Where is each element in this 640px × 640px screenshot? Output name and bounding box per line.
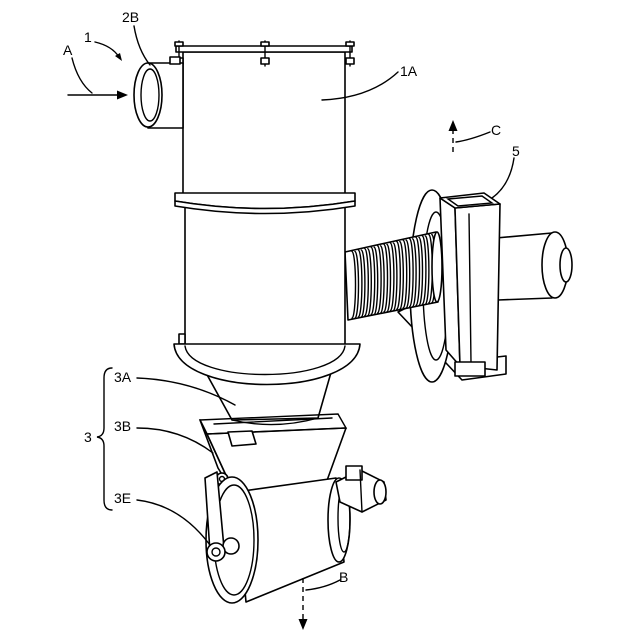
label-1a: 1A <box>400 63 418 79</box>
arrow-a <box>68 91 128 100</box>
bracket-3 <box>97 368 112 510</box>
upper-cylinder <box>183 52 345 196</box>
bolt-nut <box>346 42 354 46</box>
leader-5 <box>492 158 514 198</box>
inlet-pipe-bracket <box>170 57 180 64</box>
arrow-b-head <box>299 619 308 630</box>
label-5: 5 <box>512 143 520 159</box>
rotary-valve-3e <box>205 472 350 603</box>
bolt-nut <box>261 58 269 64</box>
label-3: 3 <box>84 429 92 445</box>
inlet-pipe-opening <box>134 63 162 127</box>
leader-1 <box>95 42 119 57</box>
label-3a: 3A <box>114 369 132 385</box>
hose-end-ring <box>432 232 442 302</box>
label-b: B <box>339 569 348 585</box>
leader-c <box>456 132 490 142</box>
arrow-b <box>299 578 308 630</box>
bolt-nut <box>346 58 354 64</box>
label-3b: 3B <box>114 418 131 434</box>
arrow-c <box>449 120 458 152</box>
arrow-a-head <box>117 91 128 100</box>
bolt-nut <box>175 42 183 46</box>
lower-cylinder-lug <box>179 334 185 344</box>
blower-foot <box>455 362 485 376</box>
top-bolt <box>346 41 354 66</box>
arrow-c-head <box>449 120 458 131</box>
blower-outlet <box>440 193 500 376</box>
lower-cylinder <box>185 200 345 348</box>
blower-outlet-front <box>455 204 500 370</box>
inlet-pipe <box>134 57 183 128</box>
valve-motor-end-cap <box>374 480 386 504</box>
leader-3b <box>137 428 213 453</box>
leader-2b <box>134 26 150 65</box>
label-c: C <box>491 122 501 138</box>
top-plate <box>176 46 352 52</box>
label-3e: 3E <box>114 490 131 506</box>
label-a: A <box>63 42 73 58</box>
cyclone-body <box>134 41 360 425</box>
blower-motor-cap <box>560 248 572 282</box>
hopper-inner-lip <box>228 431 256 446</box>
leader-a <box>72 58 92 93</box>
label-1: 1 <box>84 29 92 45</box>
label-2b: 2B <box>122 9 139 25</box>
leader-3e <box>137 500 210 545</box>
leader-b <box>306 580 340 590</box>
rotary-valve-shaft <box>207 543 225 561</box>
bolt-nut <box>261 42 269 46</box>
